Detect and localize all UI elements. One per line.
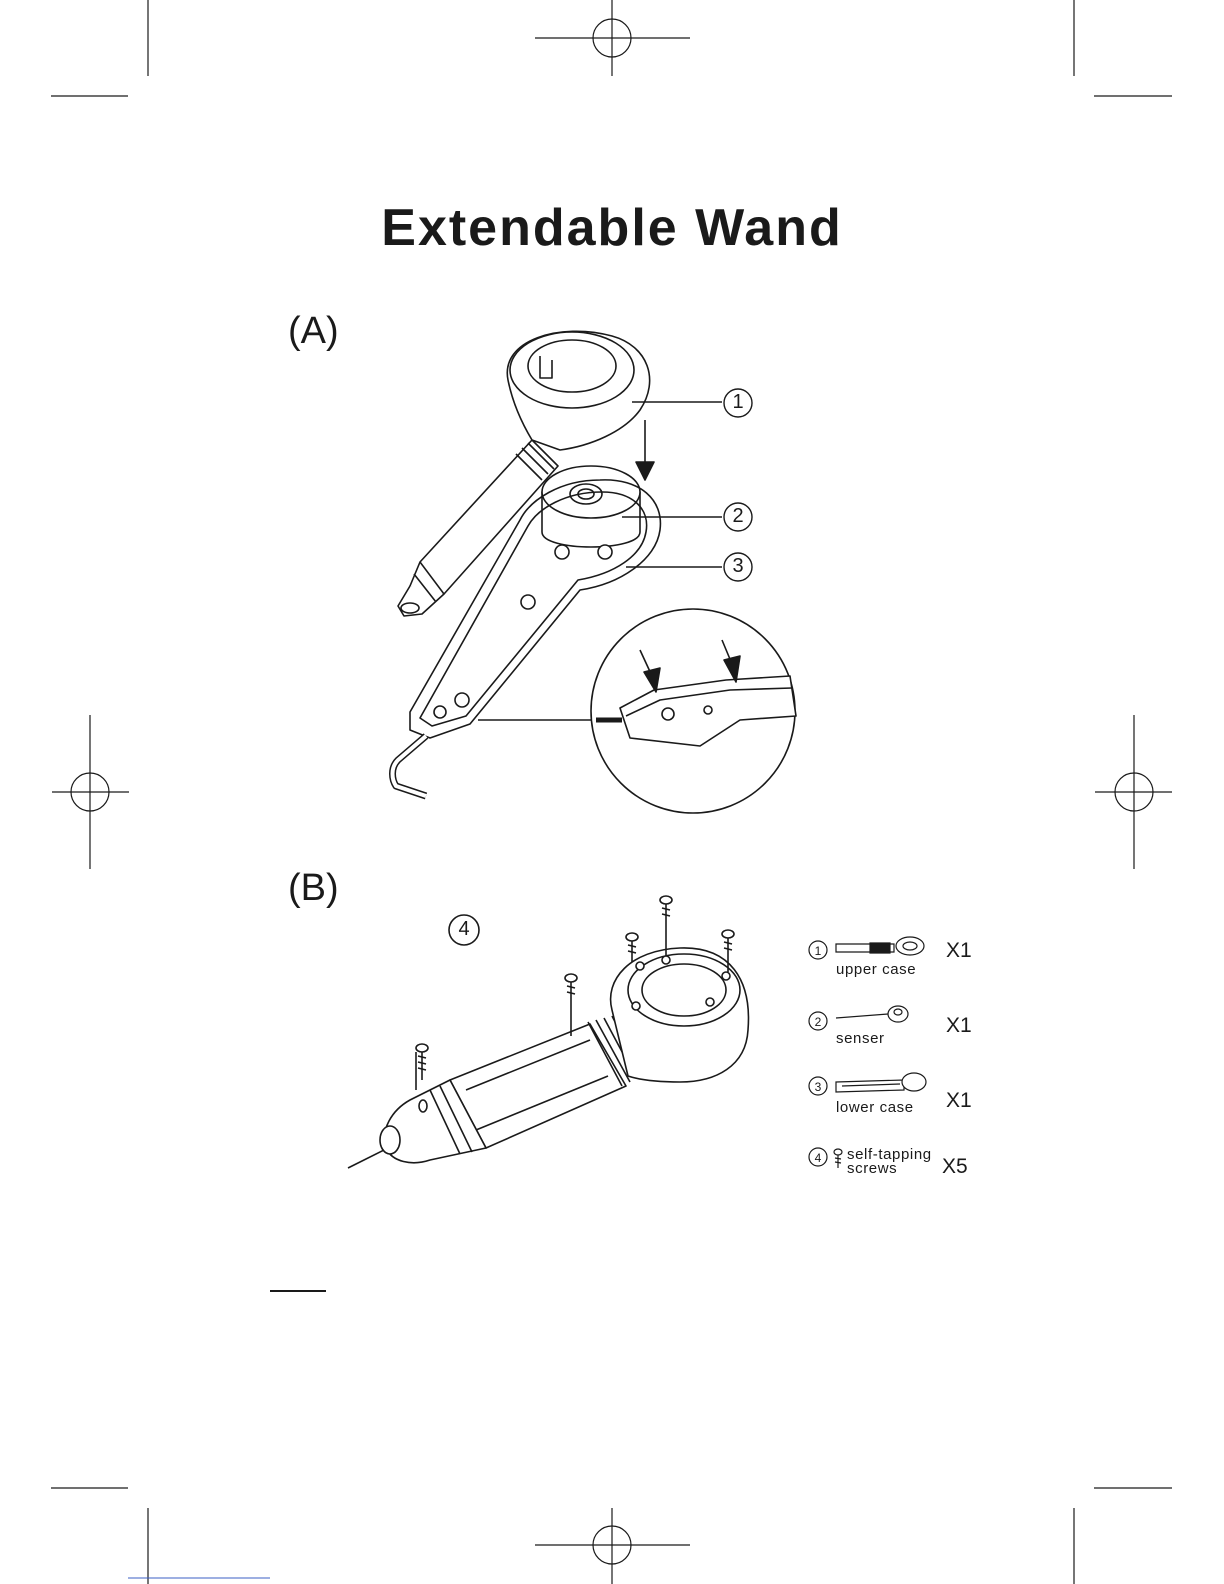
- section-a-label: (A): [288, 311, 339, 351]
- callout-3: 3: [730, 555, 746, 578]
- part-1-name: upper case: [836, 962, 916, 977]
- part-4-qty: X5: [942, 1156, 968, 1178]
- callout-4: 4: [456, 918, 472, 941]
- part-4-number: 4: [815, 1151, 822, 1165]
- assembled-view-illustration: [340, 890, 770, 1190]
- section-b-label: (B): [288, 868, 339, 908]
- part-2-number: 2: [815, 1015, 822, 1029]
- part-2-name: senser: [836, 1031, 885, 1046]
- part-3-number: 3: [815, 1080, 822, 1094]
- callout-2: 2: [730, 505, 746, 528]
- part-1-number: 1: [815, 944, 822, 958]
- part-1-qty: X1: [946, 940, 972, 962]
- part-2-qty: X1: [946, 1015, 972, 1037]
- part-3-name: lower case: [836, 1100, 914, 1115]
- page-title: Extendable Wand: [0, 198, 1224, 258]
- callout-1: 1: [730, 391, 746, 414]
- part-4-name-line2: screws: [847, 1161, 897, 1176]
- part-3-qty: X1: [946, 1090, 972, 1112]
